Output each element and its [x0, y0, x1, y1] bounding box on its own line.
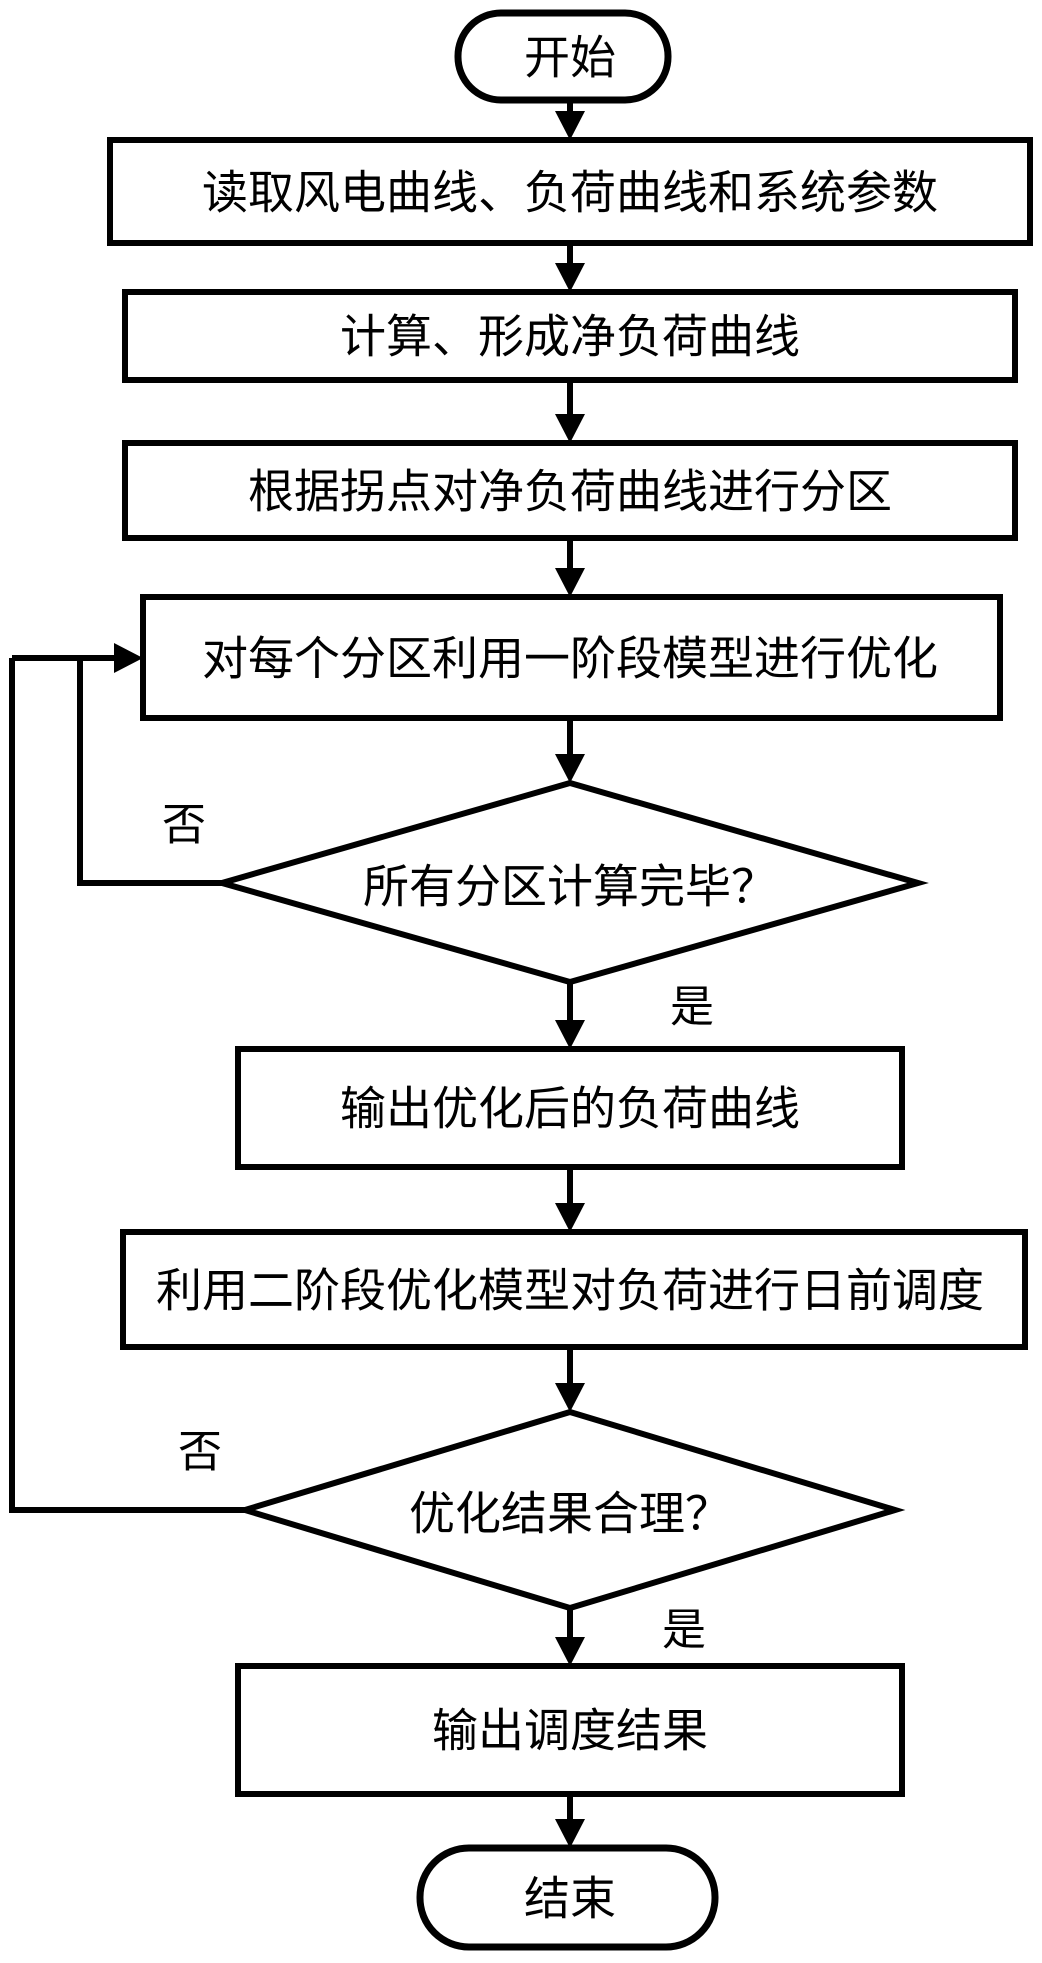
process-partition-shape	[122, 440, 1018, 541]
process-output-dispatch-result-label: 输出调度结果	[432, 1706, 708, 1757]
process-output-dispatch-result-shape	[235, 1663, 905, 1797]
arrow-loop-into-stage1	[12, 643, 143, 673]
arrow-calc-to-partition	[555, 380, 585, 443]
process-partition-label: 根据拐点对净负荷曲线进行分区	[248, 467, 892, 518]
arrow-decision1-yes-to-output-curve	[555, 982, 585, 1049]
decision-result-reasonable-shape	[234, 1408, 906, 1612]
decision-all-partitions-done-label: 所有分区计算完毕？	[363, 862, 777, 913]
arrow-read-to-calc	[555, 243, 585, 292]
decision1-no-label: 否	[162, 801, 206, 850]
process-output-load-curve-label: 输出优化后的负荷曲线	[340, 1084, 800, 1135]
arrow-stage1-to-decision1	[555, 718, 585, 783]
process-stage1-optimize-shape	[140, 594, 1003, 721]
arrow-start-to-read	[555, 100, 585, 140]
end-terminator-shape	[416, 1844, 719, 1951]
loop-line-decision2-no	[9, 658, 245, 1513]
arrow-output-curve-to-stage2	[555, 1167, 585, 1232]
end-terminator-label: 结束	[524, 1874, 616, 1925]
decision-result-reasonable-label: 优化结果合理？	[409, 1489, 731, 1540]
process-stage1-optimize-label: 对每个分区利用一阶段模型进行优化	[202, 634, 938, 685]
process-calc-net-load-label: 计算、形成净负荷曲线	[340, 312, 800, 363]
process-calc-net-load-shape	[122, 289, 1018, 383]
arrow-decision2-yes-to-output-result	[555, 1608, 585, 1666]
decision-all-partitions-done-shape	[211, 779, 929, 986]
start-terminator-shape	[454, 9, 672, 104]
process-stage2-dispatch-label: 利用二阶段优化模型对负荷进行日前调度	[156, 1266, 984, 1317]
process-read-data-shape	[107, 137, 1033, 246]
arrow-stage2-to-decision2	[555, 1347, 585, 1412]
process-read-data-label: 读取风电曲线、负荷曲线和系统参数	[202, 168, 938, 219]
loop-line-decision1-no	[77, 658, 222, 886]
process-output-load-curve-shape	[235, 1046, 905, 1170]
arrow-output-result-to-end	[555, 1794, 585, 1848]
decision2-yes-label: 是	[662, 1606, 706, 1655]
decision2-no-label: 否	[178, 1428, 222, 1477]
start-terminator-label: 开始	[524, 33, 616, 84]
process-stage2-dispatch-shape	[120, 1229, 1028, 1350]
decision1-yes-label: 是	[670, 983, 714, 1032]
arrow-partition-to-stage1	[555, 538, 585, 597]
